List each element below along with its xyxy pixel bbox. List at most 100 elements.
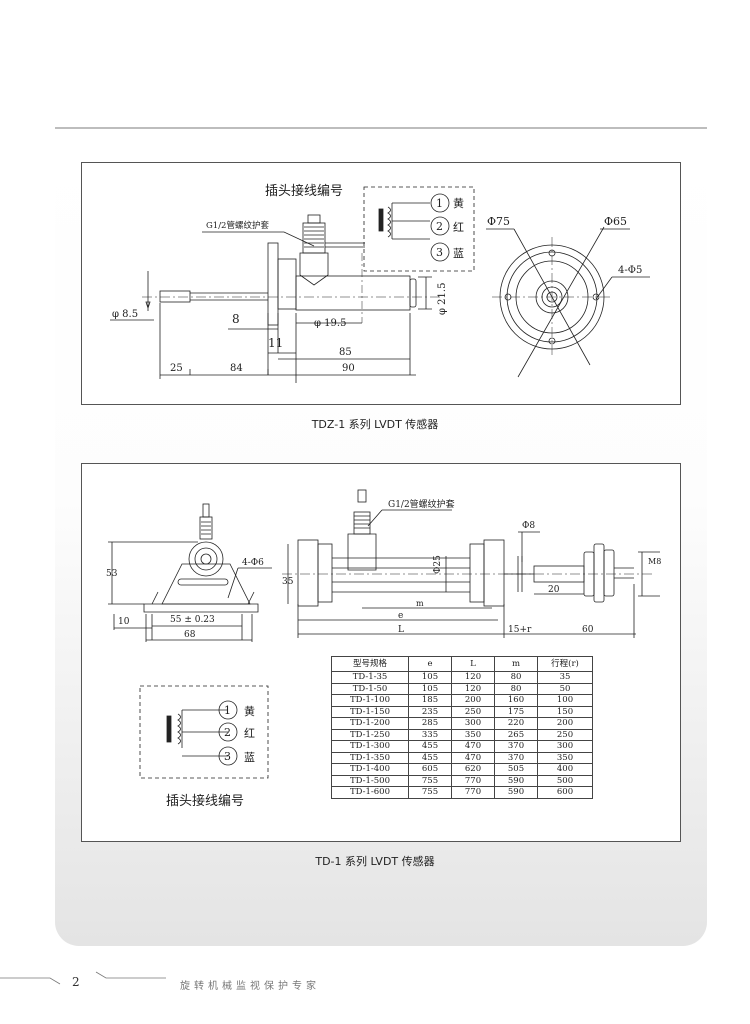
spec-cell: 500 <box>537 774 593 787</box>
header-rule <box>55 127 707 129</box>
spec-cell: 175 <box>494 705 538 718</box>
spec-cell: 265 <box>494 728 538 741</box>
dim-shaft-diameter: φ 8.5 <box>112 309 138 320</box>
figure-tdz1-frame: 插头接线编号 1 2 3 黄 红 蓝 G1/2管螺纹护套 φ 8.5 φ 19.… <box>81 162 681 405</box>
spec-cell: 80 <box>494 671 538 684</box>
sensor-body <box>295 275 411 311</box>
dim-85: 85 <box>339 347 352 358</box>
wire-1-number: 1 <box>436 197 443 210</box>
spec-cell: TD-1-250 <box>331 728 409 741</box>
dim-m: m <box>416 599 424 608</box>
spec-cell: 350 <box>537 751 593 764</box>
dim-11: 11 <box>268 336 283 350</box>
wire-3-color-2: 蓝 <box>244 751 255 764</box>
dim-20: 20 <box>548 585 560 595</box>
dim-phi75: Φ75 <box>487 215 510 228</box>
spec-header-cell: 型号规格 <box>331 656 409 672</box>
spec-cell: 50 <box>537 682 593 695</box>
spec-cell: 370 <box>494 740 538 753</box>
spec-header-cell: m <box>494 656 538 672</box>
fitting-label: G1/2管螺纹护套 <box>206 220 269 231</box>
dim-phi65: Φ65 <box>604 215 627 228</box>
dim-phi25: Φ25 <box>433 555 443 574</box>
wiring-box-2 <box>139 685 269 779</box>
wire-3-number-2: 3 <box>224 750 231 763</box>
dim-body-diameter: φ 19.5 <box>314 318 346 329</box>
dim-8: 8 <box>232 312 240 326</box>
figure-td1-caption: TD-1 系列 LVDT 传感器 <box>315 855 435 868</box>
spec-header-cell: 行程(r) <box>537 656 593 672</box>
spec-cell: 600 <box>537 786 593 799</box>
dim-55: 55 ± 0.23 <box>170 615 215 625</box>
plug-wiring-title: 插头接线编号 <box>265 183 343 199</box>
spec-cell: 200 <box>537 717 593 730</box>
figure-tdz1-caption: TDZ-1 系列 LVDT 传感器 <box>311 418 439 431</box>
dim-68: 68 <box>184 630 196 640</box>
spec-cell: 105 <box>408 671 452 684</box>
wire-2-number: 2 <box>436 220 443 233</box>
spec-cell: TD-1-200 <box>331 717 409 730</box>
spec-cell: 300 <box>451 717 495 730</box>
spec-cell: 100 <box>537 694 593 707</box>
mounting-flange <box>267 242 279 326</box>
footer-rule <box>0 971 166 985</box>
page-number: 2 <box>72 975 80 989</box>
spec-cell: 455 <box>408 751 452 764</box>
spec-cell: 770 <box>451 774 495 787</box>
spec-cell: 300 <box>537 740 593 753</box>
wire-1-number-2: 1 <box>224 704 231 717</box>
dim-84: 84 <box>230 363 243 374</box>
wire-2-color: 红 <box>453 221 464 234</box>
spec-cell: 470 <box>451 751 495 764</box>
dim-60: 60 <box>582 625 594 635</box>
fitting-label-2: G1/2管螺纹护套 <box>388 498 455 510</box>
spec-cell: TD-1-400 <box>331 763 409 776</box>
dim-phi8: Φ8 <box>522 521 535 531</box>
spec-header-cell: e <box>408 656 452 672</box>
spec-cell: 605 <box>408 763 452 776</box>
spec-cell: 335 <box>408 728 452 741</box>
spec-cell: 470 <box>451 740 495 753</box>
connector-housing <box>299 252 329 286</box>
spec-cell: 350 <box>451 728 495 741</box>
dim-e: e <box>398 611 403 621</box>
spec-cell: 250 <box>537 728 593 741</box>
figure-td1-drawing: 53 10 55 ± 0.23 68 4-Φ6 G1/2管螺纹护套 35 Φ25… <box>106 489 661 809</box>
wire-1-color-2: 黄 <box>244 704 255 718</box>
spec-cell: 770 <box>451 786 495 799</box>
spec-cell: 250 <box>451 705 495 718</box>
dim-25: 25 <box>170 363 183 374</box>
spec-cell: 235 <box>408 705 452 718</box>
spec-cell: 105 <box>408 682 452 695</box>
spec-cell: 620 <box>451 763 495 776</box>
dim-4-phi6: 4-Φ6 <box>242 558 264 568</box>
spec-cell: 150 <box>537 705 593 718</box>
spec-cell: 755 <box>408 774 452 787</box>
spec-cell: TD-1-300 <box>331 740 409 753</box>
spec-cell: TD-1-600 <box>331 786 409 799</box>
flange-front-view <box>492 226 612 378</box>
spec-cell: 200 <box>451 694 495 707</box>
spec-header-cell: L <box>451 656 495 672</box>
mounting-bracket <box>143 503 259 613</box>
wire-1-color: 黄 <box>453 196 464 210</box>
dim-m8: M8 <box>648 557 661 566</box>
figure-tdz1-drawing: 插头接线编号 1 2 3 黄 红 蓝 G1/2管螺纹护套 φ 8.5 φ 19.… <box>110 183 650 383</box>
spec-cell: 80 <box>494 682 538 695</box>
dim-4-holes: 4-Φ5 <box>618 265 642 276</box>
spec-cell: 220 <box>494 717 538 730</box>
spec-cell: 285 <box>408 717 452 730</box>
dim-15r: 15+r <box>508 625 532 635</box>
wiring-box <box>363 186 475 272</box>
spec-cell: 455 <box>408 740 452 753</box>
spec-cell: TD-1-100 <box>331 694 409 707</box>
spec-cell: TD-1-150 <box>331 705 409 718</box>
wire-3-marker-2 <box>218 746 238 766</box>
